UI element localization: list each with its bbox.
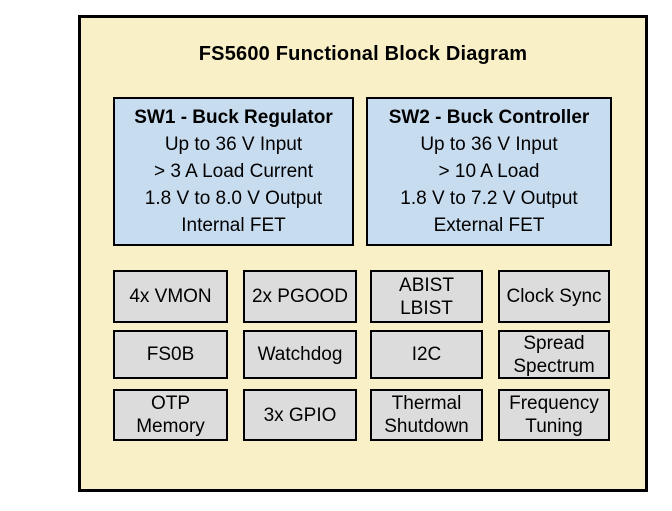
block-diagram: FS5600 Functional Block Diagram SW1 - Bu… [78,15,648,492]
sw2-spec-line: > 10 A Load [438,161,540,182]
feature-block-fs0b: FS0B [113,330,228,379]
feature-block-2x-pgood: 2x PGOOD [243,270,357,323]
feature-label: FS0B [146,344,195,365]
feature-label: Watchdog [257,344,343,365]
feature-label: LBIST [400,297,453,319]
feature-label: Frequency [509,393,599,414]
feature-block-thermal-shutdown: Thermal Shutdown [370,389,483,441]
sw2-spec-line: Up to 36 V Input [420,134,558,155]
sw2-spec-line: External FET [433,215,545,236]
feature-block-spread-spectrum: Spread Spectrum [498,330,610,379]
sw1-block: SW1 - Buck Regulator Up to 36 V Input > … [113,97,354,246]
feature-block-4x-vmon: 4x VMON [113,270,228,323]
sw1-spec-line: 1.8 V to 8.0 V Output [144,188,323,209]
feature-block-watchdog: Watchdog [243,330,357,379]
feature-label: Spectrum [513,355,595,377]
sw2-spec-line: 1.8 V to 7.2 V Output [400,188,578,209]
feature-label: Thermal [391,393,462,414]
diagram-title: FS5600 Functional Block Diagram [198,43,528,65]
feature-label: 2x PGOOD [251,286,349,307]
feature-block-3x-gpio: 3x GPIO [243,389,357,441]
feature-label: Clock Sync [506,286,602,307]
feature-label: Memory [136,416,205,437]
feature-label: 4x VMON [129,286,212,307]
feature-label: Tuning [525,416,583,437]
sw1-spec-line: Internal FET [181,215,286,236]
sw1-spec-line: Up to 36 V Input [164,134,303,155]
feature-label: 3x GPIO [263,404,337,426]
feature-label: Spread [523,332,585,354]
feature-block-frequency-tuning: Frequency Tuning [498,389,610,441]
feature-block-otp-memory: OTP Memory [113,389,228,441]
sw1-title: SW1 - Buck Regulator [134,107,333,128]
feature-block-abist-lbist: ABIST LBIST [370,270,483,323]
sw2-title: SW2 - Buck Controller [388,107,590,128]
feature-label: OTP [150,393,191,414]
feature-label: I2C [411,344,442,365]
sw1-spec-line: > 3 A Load Current [154,161,313,182]
feature-block-i2c: I2C [370,330,483,379]
feature-label: ABIST [399,274,454,296]
feature-block-clock-sync: Clock Sync [498,270,610,323]
sw2-block: SW2 - Buck Controller Up to 36 V Input >… [366,97,612,246]
feature-label: Shutdown [384,416,469,437]
